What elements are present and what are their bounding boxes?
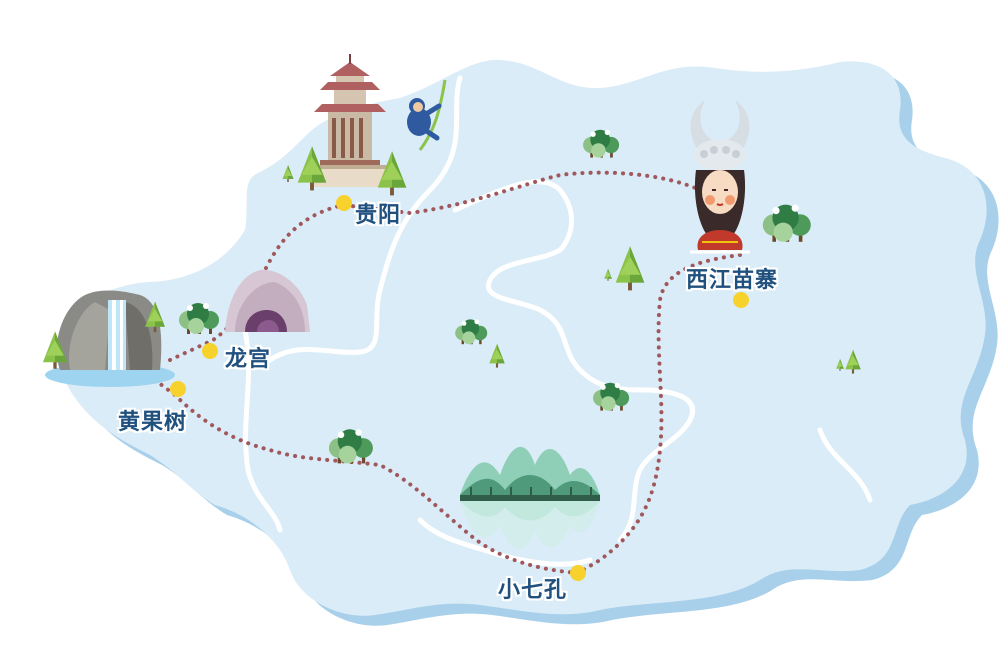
cave-icon: [225, 269, 310, 332]
place-label-xijiang[interactable]: 西江苗寨: [686, 268, 779, 293]
karst-lake-icon: [460, 446, 600, 549]
marker-guiyang[interactable]: [336, 195, 352, 211]
place-label-xiaoqikong[interactable]: 小七孔: [498, 578, 568, 603]
place-label-longgong[interactable]: 龙宫: [225, 347, 272, 372]
place-label-guiyang[interactable]: 贵阳: [355, 203, 402, 228]
pagoda-icon: [312, 54, 388, 187]
province-land: [55, 59, 987, 616]
miao-woman-icon: [690, 100, 750, 254]
waterfall-icon: [45, 290, 175, 387]
monkey-icon: [407, 79, 447, 151]
marker-xiaoqikong[interactable]: [570, 565, 586, 581]
marker-longgong[interactable]: [202, 343, 218, 359]
place-label-huangguoshu[interactable]: 黄果树: [118, 410, 188, 435]
rivers: [242, 75, 873, 567]
marker-xijiang[interactable]: [733, 292, 749, 308]
marker-huangguoshu[interactable]: [170, 381, 186, 397]
